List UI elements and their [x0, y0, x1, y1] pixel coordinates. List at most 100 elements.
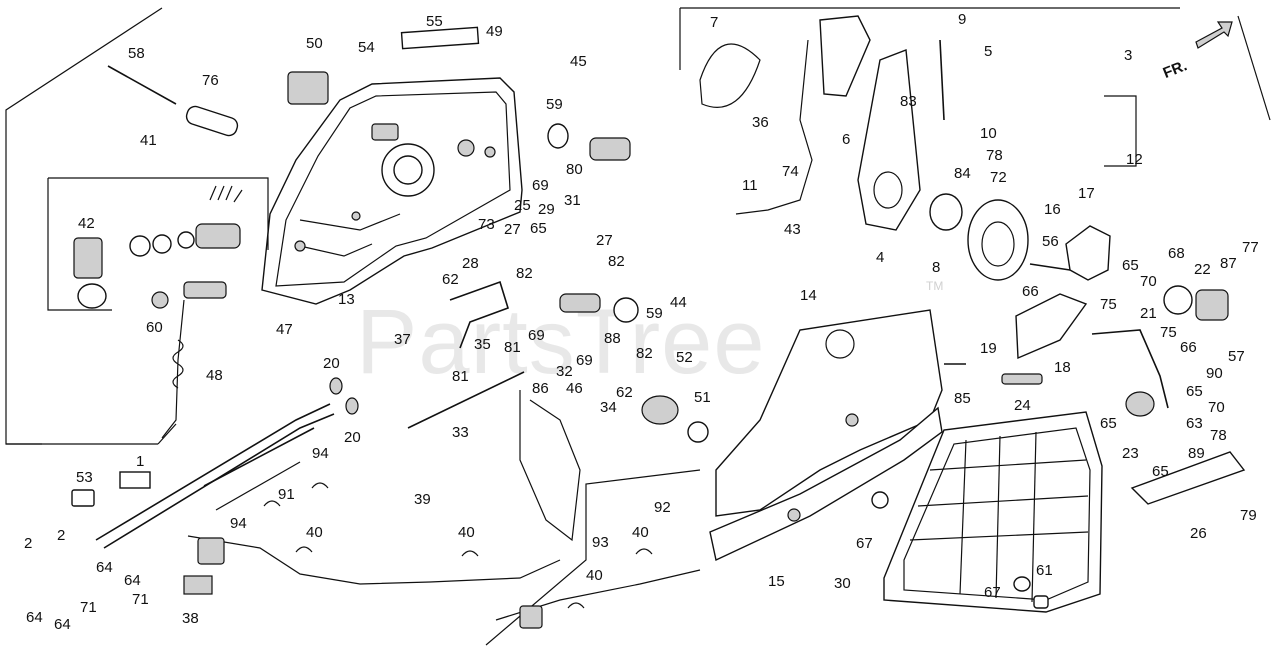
- watermark-trademark: TM: [926, 279, 943, 293]
- callout-c2a: 2: [24, 535, 32, 552]
- callout-c20b: 20: [344, 429, 361, 446]
- callout-c79: 79: [1240, 507, 1257, 524]
- callout-c78a: 78: [986, 147, 1003, 164]
- callout-c64b: 64: [124, 572, 141, 589]
- callout-c81b: 81: [452, 368, 469, 385]
- callout-c6: 6: [842, 131, 850, 148]
- callout-c83: 83: [900, 93, 917, 110]
- callout-c37: 37: [394, 331, 411, 348]
- callout-c82a: 82: [516, 265, 533, 282]
- callout-c49: 49: [486, 23, 503, 40]
- callout-c44: 44: [670, 294, 687, 311]
- callout-c48: 48: [206, 367, 223, 384]
- callout-c58: 58: [128, 45, 145, 62]
- callout-c42: 42: [78, 215, 95, 232]
- callout-c92: 92: [654, 499, 671, 516]
- callout-c67a: 67: [856, 535, 873, 552]
- callout-c47: 47: [276, 321, 293, 338]
- callout-c35: 35: [474, 336, 491, 353]
- callout-c69a: 69: [532, 177, 549, 194]
- callout-c45: 45: [570, 53, 587, 70]
- callout-c7: 7: [710, 14, 718, 31]
- callout-c74: 74: [782, 163, 799, 180]
- callout-c26: 26: [1190, 525, 1207, 542]
- callout-c75a: 75: [1100, 296, 1117, 313]
- callout-c91: 91: [278, 486, 295, 503]
- callout-c2b: 2: [57, 527, 65, 544]
- callout-c1: 1: [136, 453, 144, 470]
- callout-c27a: 27: [504, 221, 521, 238]
- part-key-switch-assy: [47, 177, 269, 311]
- part-control-cables: [95, 403, 335, 549]
- callout-c54: 54: [358, 39, 375, 56]
- callout-c9: 9: [958, 11, 966, 28]
- callout-c51: 51: [694, 389, 711, 406]
- callout-c3: 3: [1124, 47, 1132, 64]
- callout-c12: 12: [1126, 151, 1143, 168]
- callout-c55: 55: [426, 13, 443, 30]
- callout-c56: 56: [1042, 233, 1059, 250]
- callout-c94b: 94: [230, 515, 247, 532]
- frame-lines: [5, 7, 1271, 646]
- callout-c39: 39: [414, 491, 431, 508]
- callout-c41: 41: [140, 132, 157, 149]
- callout-c80: 80: [566, 161, 583, 178]
- callout-c88: 88: [604, 330, 621, 347]
- callout-c67b: 67: [984, 584, 1001, 601]
- callout-c62b: 62: [616, 384, 633, 401]
- callout-c52: 52: [676, 349, 693, 366]
- callout-c64a: 64: [96, 559, 113, 576]
- callout-c63: 63: [1186, 415, 1203, 432]
- callout-c31: 31: [564, 192, 581, 209]
- callout-c76: 76: [202, 72, 219, 89]
- callout-c34: 34: [600, 399, 617, 416]
- callout-c30: 30: [834, 575, 851, 592]
- callout-c38: 38: [182, 610, 199, 627]
- callout-c70a: 70: [1140, 273, 1157, 290]
- callout-c53: 53: [76, 469, 93, 486]
- callout-c61: 61: [1036, 562, 1053, 579]
- direction-label: FR.: [1161, 57, 1190, 82]
- callout-c70b: 70: [1208, 399, 1225, 416]
- callout-c65c: 65: [1186, 383, 1203, 400]
- callout-c87: 87: [1220, 255, 1237, 272]
- part-mounting-plate: [883, 411, 1103, 613]
- callout-c84: 84: [954, 165, 971, 182]
- callout-c64c: 64: [26, 609, 43, 626]
- callout-c33: 33: [452, 424, 469, 441]
- callout-c13: 13: [338, 291, 355, 308]
- part-misc-small: [71, 26, 1071, 609]
- callout-c18: 18: [1054, 359, 1071, 376]
- callout-c21: 21: [1140, 305, 1157, 322]
- callout-c43: 43: [784, 221, 801, 238]
- callout-c11: 11: [742, 177, 758, 194]
- callout-c89: 89: [1188, 445, 1205, 462]
- callout-c17: 17: [1078, 185, 1095, 202]
- callout-c25: 25: [514, 197, 531, 214]
- callout-c27b: 27: [596, 232, 613, 249]
- callout-c64d: 64: [54, 616, 71, 633]
- callout-c81a: 81: [504, 339, 521, 356]
- callout-c94a: 94: [312, 445, 329, 462]
- callout-c68: 68: [1168, 245, 1185, 262]
- callout-c71a: 71: [80, 599, 97, 616]
- callout-c28: 28: [462, 255, 479, 272]
- callout-c82c: 82: [636, 345, 653, 362]
- callout-c69b: 69: [528, 327, 545, 344]
- callout-c4: 4: [876, 249, 884, 266]
- part-side-cover: [709, 309, 943, 562]
- callout-c20a: 20: [323, 355, 340, 372]
- callout-c66b: 66: [1180, 339, 1197, 356]
- part-control-box-housing: [261, 77, 523, 305]
- callout-c40b: 40: [458, 524, 475, 541]
- callout-c23: 23: [1122, 445, 1139, 462]
- callout-c36: 36: [752, 114, 769, 131]
- callout-c40c: 40: [632, 524, 649, 541]
- callout-c65d: 65: [1100, 415, 1117, 432]
- callout-c69c: 69: [576, 352, 593, 369]
- callout-c40a: 40: [306, 524, 323, 541]
- callout-c78b: 78: [1210, 427, 1227, 444]
- callout-c40d: 40: [586, 567, 603, 584]
